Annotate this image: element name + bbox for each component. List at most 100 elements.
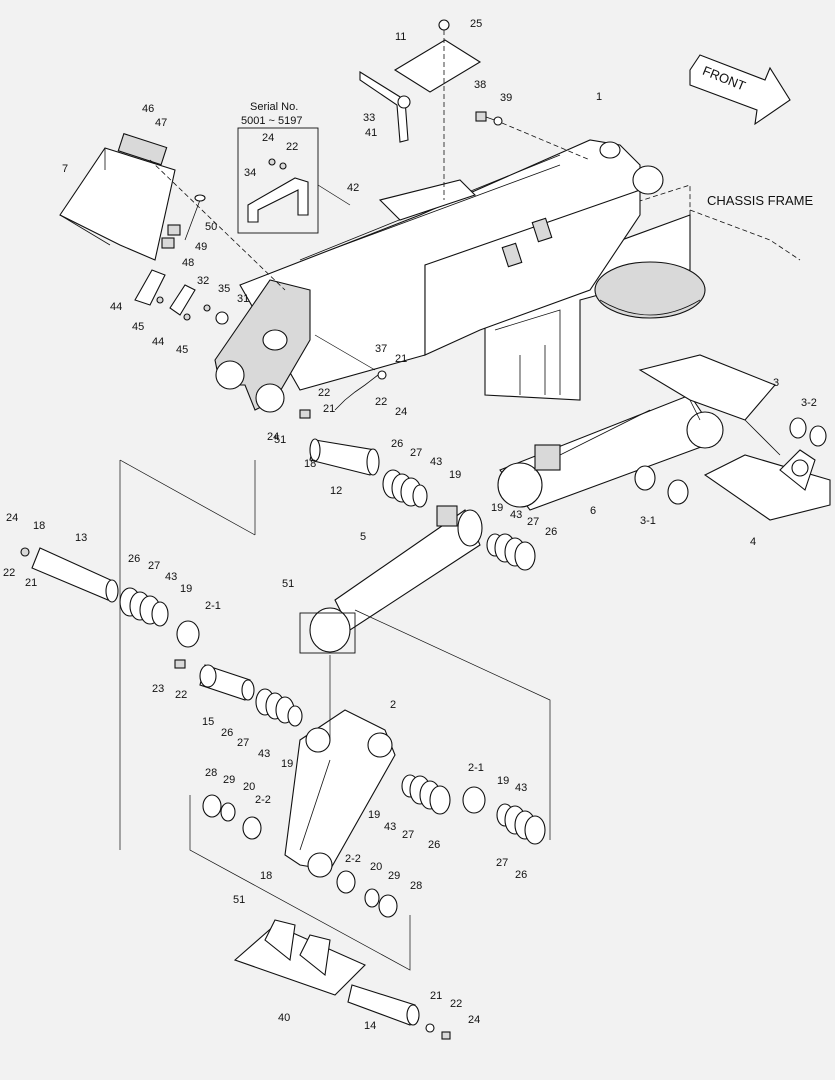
pin-14: [347, 984, 451, 1040]
washer-stack-lower-center: [401, 774, 451, 815]
part-callout-28: 28: [205, 767, 217, 779]
part-callout-20: 20: [370, 861, 382, 873]
part-callout-21: 21: [395, 353, 407, 365]
boom-body-1: [214, 139, 664, 413]
part-callout-2-2: 2-2: [345, 853, 361, 865]
bushings-3-1: [634, 465, 689, 505]
washer-stack-pin-15: [255, 688, 303, 727]
part-callout-29: 29: [388, 870, 400, 882]
part-callout-28: 28: [410, 880, 422, 892]
part-callout-22: 22: [375, 396, 387, 408]
serial-range: 5001 ~ 5197: [241, 115, 302, 127]
part-callout-26: 26: [515, 869, 527, 881]
part-callout-22: 22: [175, 689, 187, 701]
part-callout-13: 13: [75, 532, 87, 544]
part-callout-2-1: 2-1: [468, 762, 484, 774]
cylinder-5: [299, 505, 483, 654]
bolt-32-washer-35-ring-31: [203, 304, 229, 325]
part-callout-18: 18: [260, 870, 272, 882]
part-callout-2-2: 2-2: [255, 794, 271, 806]
link-arm-2: [284, 709, 396, 878]
part-callout-38: 38: [474, 79, 486, 91]
part-callout-15: 15: [202, 716, 214, 728]
part-callout-22: 22: [3, 567, 15, 579]
washers-28-29-20-left: [202, 794, 262, 840]
part-callout-19: 19: [180, 583, 192, 595]
part-callout-18: 18: [304, 458, 316, 470]
part-callout-42: 42: [347, 182, 359, 194]
part-callout-5: 5: [360, 531, 366, 543]
part-callout-27: 27: [527, 516, 539, 528]
part-callout-11: 11: [395, 31, 406, 43]
part-callout-12: 12: [330, 485, 342, 497]
washer-stack-pin-12: [382, 469, 428, 508]
part-callout-43: 43: [515, 782, 527, 794]
part-callout-43: 43: [384, 821, 396, 833]
part-callout-18: 18: [33, 520, 45, 532]
part-callout-22: 22: [318, 387, 330, 399]
bracket-3: [638, 354, 781, 456]
part-callout-40: 40: [278, 1012, 290, 1024]
part-callout-1: 1: [596, 91, 602, 103]
part-callout-26: 26: [428, 839, 440, 851]
part-callout-47: 47: [155, 117, 167, 129]
cylinder-6: [497, 394, 724, 511]
part-callout-48: 48: [182, 257, 194, 269]
part-callout-51: 51: [233, 894, 245, 906]
part-callout-27: 27: [402, 829, 414, 841]
part-callout-24: 24: [395, 406, 407, 418]
part-callout-26: 26: [545, 526, 557, 538]
part-callout-26: 26: [221, 727, 233, 739]
part-callout-21: 21: [25, 577, 37, 589]
part-callout-34: 34: [244, 167, 256, 179]
bushing-2-1-right: [462, 786, 486, 814]
part-callout-20: 20: [243, 781, 255, 793]
part-callout-35: 35: [218, 283, 230, 295]
part-callout-21: 21: [323, 403, 335, 415]
part-callout-33: 33: [363, 112, 375, 124]
base-plate-4: [703, 449, 831, 521]
part-callout-46: 46: [142, 103, 154, 115]
part-callout-2-1: 2-1: [205, 600, 221, 612]
part-callout-19: 19: [491, 502, 503, 514]
part-callout-26: 26: [391, 438, 403, 450]
part-callout-39: 39: [500, 92, 512, 104]
base-plate-40: [233, 919, 366, 996]
part-callout-22: 22: [450, 998, 462, 1010]
part-callout-43: 43: [430, 456, 442, 468]
cover-plate-11: [393, 19, 482, 200]
part-callout-41: 41: [365, 127, 377, 139]
part-callout-21: 21: [430, 990, 442, 1002]
part-callout-19: 19: [449, 469, 461, 481]
part-callout-24: 24: [262, 132, 274, 144]
part-callout-3-2: 3-2: [801, 397, 817, 409]
reference-lines: [119, 459, 551, 971]
part-callout-3: 3: [773, 377, 779, 389]
part-callout-19: 19: [368, 809, 380, 821]
pin-15: [174, 659, 255, 701]
part-callout-45: 45: [176, 344, 188, 356]
part-callout-43: 43: [165, 571, 177, 583]
part-callout-27: 27: [410, 447, 422, 459]
part-callout-26: 26: [128, 553, 140, 565]
part-callout-45: 45: [132, 321, 144, 333]
part-callout-32: 32: [197, 275, 209, 287]
bushing-2-1-left: [176, 620, 200, 648]
part-callout-27: 27: [148, 560, 160, 572]
bracket-7: [59, 132, 286, 291]
latch-33: [359, 71, 411, 143]
part-callout-14: 14: [364, 1020, 376, 1032]
part-callout-19: 19: [281, 758, 293, 770]
chain-37: [314, 334, 387, 411]
part-callout-24: 24: [468, 1014, 480, 1026]
part-callout-27: 27: [496, 857, 508, 869]
part-callout-7: 7: [62, 163, 68, 175]
bolt-50: [161, 194, 206, 249]
part-callout-24: 24: [6, 512, 18, 524]
serial-title: Serial No.: [250, 101, 298, 113]
part-callout-44: 44: [152, 336, 164, 348]
part-callout-51: 51: [274, 434, 286, 446]
washer-stack-cyl-5: [486, 533, 536, 571]
part-callout-44: 44: [110, 301, 122, 313]
